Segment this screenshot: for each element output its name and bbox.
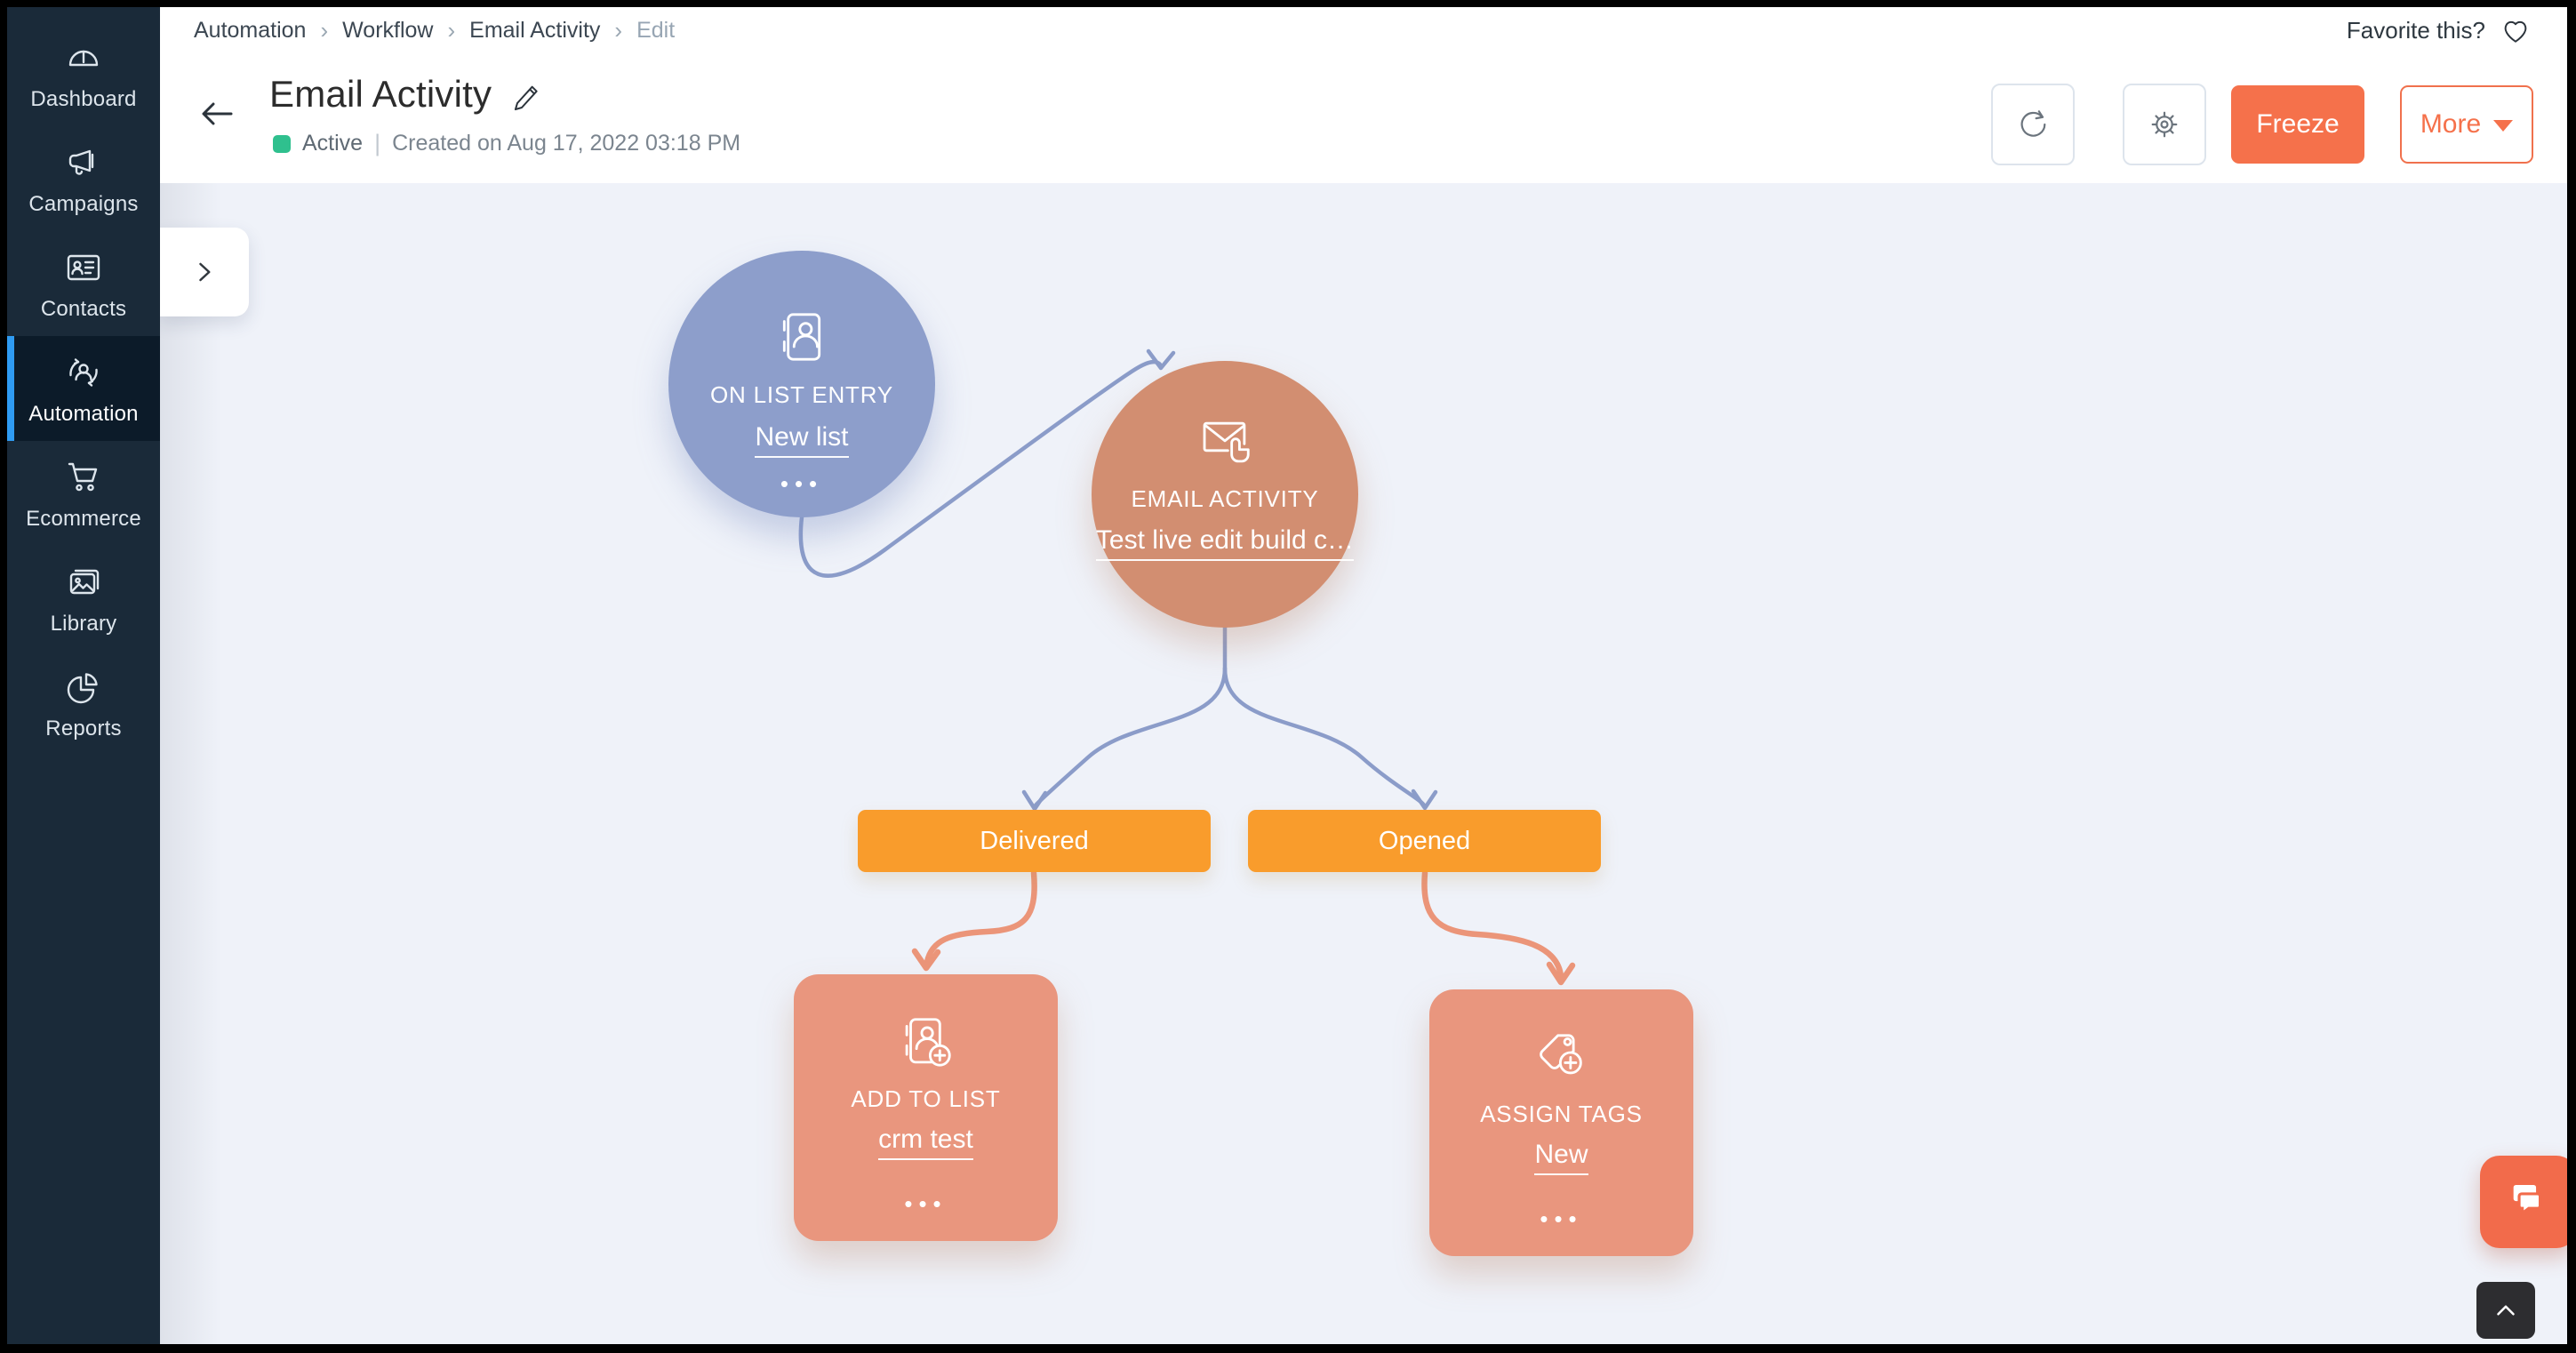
node-tag-link[interactable]: New	[1534, 1140, 1588, 1175]
page-title: Email Activity	[269, 73, 492, 115]
app-window: Dashboard Campaigns Contacts Automation	[7, 7, 2567, 1344]
top-bar: Automation › Workflow › Email Activity ›…	[160, 7, 2567, 54]
sidebar-item-label: Contacts	[40, 296, 127, 321]
sidebar-item-label: Automation	[28, 401, 139, 426]
breadcrumb-edit: Edit	[636, 17, 676, 43]
arrowhead	[1021, 789, 1048, 812]
add-to-list-icon	[895, 1012, 957, 1074]
sidebar-item-library[interactable]: Library	[7, 546, 160, 651]
sidebar-item-label: Ecommerce	[26, 506, 141, 531]
caret-down-icon	[2493, 120, 2514, 132]
favorite-area: Favorite this?	[2347, 7, 2532, 53]
chat-bubbles-icon	[2513, 1184, 2542, 1216]
node-campaign-link[interactable]: Test live edit build c…	[1095, 525, 1355, 561]
settings-button[interactable]	[2123, 84, 2206, 165]
node-menu-dots[interactable]: •••	[1540, 1205, 1583, 1232]
edit-pencil-icon[interactable]	[508, 76, 544, 112]
node-list-link[interactable]: crm test	[878, 1125, 973, 1160]
workflow-header: Email Activity Active | Created on Aug 1…	[160, 53, 2567, 184]
freeze-button[interactable]: Freeze	[2231, 85, 2364, 164]
created-timestamp: Created on Aug 17, 2022 03:18 PM	[392, 131, 741, 156]
sidebar-nav: Dashboard Campaigns Contacts Automation	[7, 21, 160, 756]
email-click-icon	[1194, 411, 1256, 473]
favorite-label: Favorite this?	[2346, 16, 2485, 44]
header-actions: Freeze More	[1991, 84, 2533, 165]
megaphone-icon	[62, 141, 105, 184]
branch-opened[interactable]: Opened	[1248, 810, 1601, 872]
sidebar-item-label: Reports	[45, 716, 122, 741]
node-assign-tags[interactable]: ASSIGN TAGS New •••	[1429, 989, 1693, 1256]
sidebar-item-campaigns[interactable]: Campaigns	[7, 126, 160, 231]
scroll-to-top-button[interactable]	[2476, 1282, 2535, 1339]
sidebar-item-reports[interactable]: Reports	[7, 651, 160, 756]
breadcrumb: Automation › Workflow › Email Activity ›…	[194, 7, 675, 53]
cart-icon	[62, 456, 105, 499]
status-row: Active | Created on Aug 17, 2022 03:18 P…	[273, 130, 740, 157]
node-email-activity[interactable]: EMAIL ACTIVITY Test live edit build c…	[1092, 361, 1358, 628]
heart-icon[interactable]	[2500, 14, 2532, 46]
node-type-label: EMAIL ACTIVITY	[1131, 485, 1319, 512]
sidebar-item-label: Campaigns	[28, 191, 139, 216]
photos-icon	[62, 561, 105, 604]
connector-to-opened	[1222, 666, 1427, 808]
breadcrumb-workflow[interactable]: Workflow	[342, 17, 434, 43]
node-list-link[interactable]: New list	[755, 422, 849, 458]
arrowhead	[1146, 348, 1176, 371]
status-active-dot	[273, 134, 291, 153]
contact-card-icon	[62, 246, 105, 289]
breadcrumb-separator: ›	[447, 16, 456, 44]
assign-tags-icon	[1531, 1027, 1593, 1089]
address-book-icon	[771, 306, 833, 368]
sidebar-item-automation[interactable]: Automation	[7, 336, 160, 441]
automation-sync-icon	[62, 351, 105, 394]
sidebar-item-label: Library	[50, 611, 117, 636]
node-on-list-entry[interactable]: ON LIST ENTRY New list •••	[668, 251, 935, 517]
sidebar-item-label: Dashboard	[30, 86, 137, 111]
node-menu-dots[interactable]: •••	[904, 1190, 948, 1217]
connector-opened-to-tags	[1421, 869, 1564, 980]
sidebar-item-dashboard[interactable]: Dashboard	[7, 21, 160, 126]
workflow-connectors	[798, 348, 1576, 986]
breadcrumb-separator: ›	[614, 16, 623, 44]
gear-icon	[2151, 111, 2178, 138]
status-divider: |	[374, 130, 381, 156]
chat-widget-button[interactable]	[2480, 1156, 2567, 1248]
branch-delivered[interactable]: Delivered	[858, 810, 1211, 872]
node-type-label: ADD TO LIST	[851, 1085, 1001, 1112]
chevron-right-icon	[199, 262, 211, 282]
node-type-label: ON LIST ENTRY	[710, 381, 893, 408]
sidebar: Dashboard Campaigns Contacts Automation	[7, 7, 160, 1344]
node-menu-dots[interactable]: •••	[780, 470, 824, 497]
dashboard-gauge-icon	[62, 36, 105, 79]
more-button[interactable]: More	[2400, 85, 2533, 164]
connector-to-delivered	[1033, 666, 1228, 808]
arrowhead	[1411, 789, 1438, 811]
panel-expand-toggle[interactable]	[160, 228, 249, 316]
status-label: Active	[302, 131, 364, 156]
breadcrumb-automation[interactable]: Automation	[194, 17, 307, 43]
breadcrumb-email-activity[interactable]: Email Activity	[469, 17, 601, 43]
refresh-button[interactable]	[1991, 84, 2075, 165]
sidebar-item-ecommerce[interactable]: Ecommerce	[7, 441, 160, 546]
node-add-to-list[interactable]: ADD TO LIST crm test •••	[794, 974, 1058, 1241]
back-arrow-icon[interactable]	[196, 92, 238, 135]
breadcrumb-separator: ›	[320, 16, 329, 44]
chevron-up-icon	[2497, 1305, 2515, 1316]
arrowhead	[1546, 961, 1576, 986]
refresh-icon	[2020, 110, 2046, 137]
sidebar-item-contacts[interactable]: Contacts	[7, 231, 160, 336]
connector-delivered-to-addlist	[924, 869, 1037, 965]
workflow-canvas[interactable]: ON LIST ENTRY New list ••• EMAIL ACTIVIT…	[160, 183, 2567, 1344]
arrowhead	[911, 948, 941, 972]
node-type-label: ASSIGN TAGS	[1480, 1101, 1643, 1127]
pie-chart-icon	[62, 666, 105, 709]
more-button-label: More	[2420, 109, 2482, 139]
